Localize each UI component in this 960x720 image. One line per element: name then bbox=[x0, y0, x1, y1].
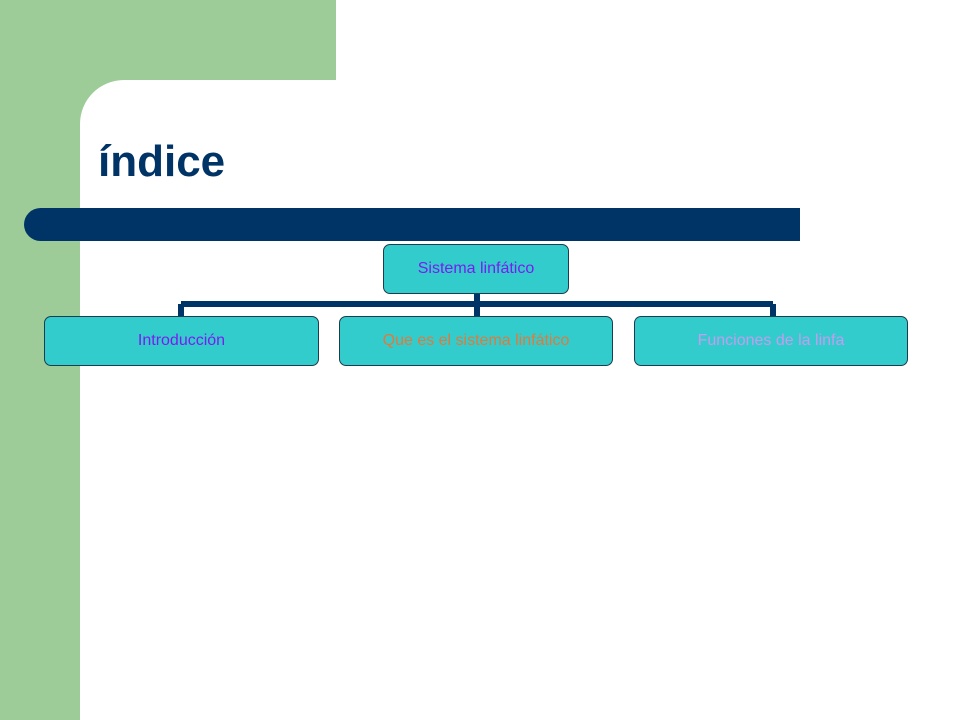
node-label: Funciones de la linfa bbox=[697, 332, 845, 349]
node-introduccion: Introducción bbox=[44, 316, 319, 366]
node-funciones-de-la-linfa: Funciones de la linfa bbox=[634, 316, 908, 366]
node-label: Que es el sistema linfático bbox=[382, 332, 570, 349]
node-label: Sistema linfático bbox=[417, 260, 535, 277]
node-que-es-el-sistema-linfatico: Que es el sistema linfático bbox=[339, 316, 613, 366]
content-card bbox=[80, 80, 960, 720]
node-sistema-linfatico: Sistema linfático bbox=[383, 244, 569, 294]
title-underline-bar bbox=[24, 208, 800, 241]
node-label: Introducción bbox=[137, 332, 226, 349]
slide-title: índice bbox=[98, 137, 226, 186]
